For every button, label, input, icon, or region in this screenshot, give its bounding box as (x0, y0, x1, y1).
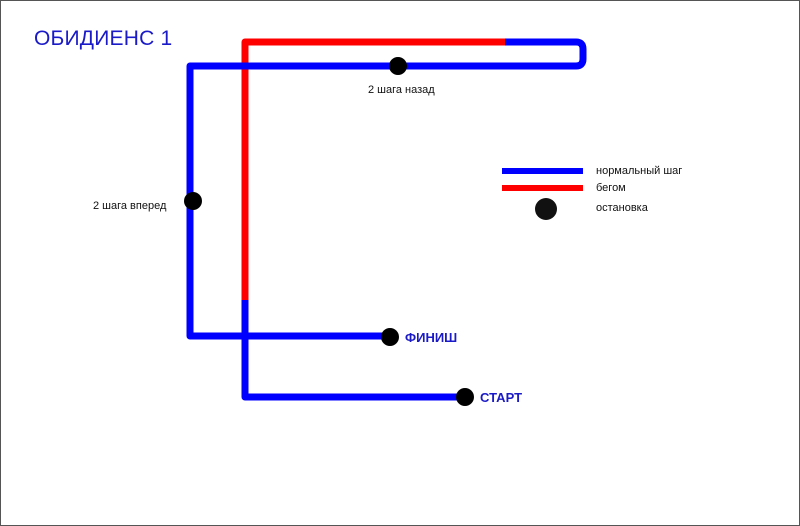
finish-point (381, 328, 399, 346)
label-two-steps-back: 2 шага назад (368, 84, 435, 96)
start-point (456, 388, 474, 406)
label-finish: ФИНИШ (405, 330, 458, 345)
stop-point-back (389, 57, 407, 75)
legend-label-normal: нормальный шаг (596, 165, 683, 177)
legend-label-run: бегом (596, 182, 626, 194)
label-two-steps-forward: 2 шага вперед (93, 200, 167, 212)
route-segment-start-normal (241, 300, 465, 401)
route-segment-run (241, 38, 505, 300)
label-start: СТАРТ (480, 390, 523, 405)
route-segment-turn-normal (186, 38, 587, 340)
legend-stop-dot (535, 198, 557, 220)
stop-point-forward (184, 192, 202, 210)
legend-label-stop: остановка (596, 202, 648, 214)
diagram-title: ОБИДИЕНС 1 (34, 27, 173, 50)
